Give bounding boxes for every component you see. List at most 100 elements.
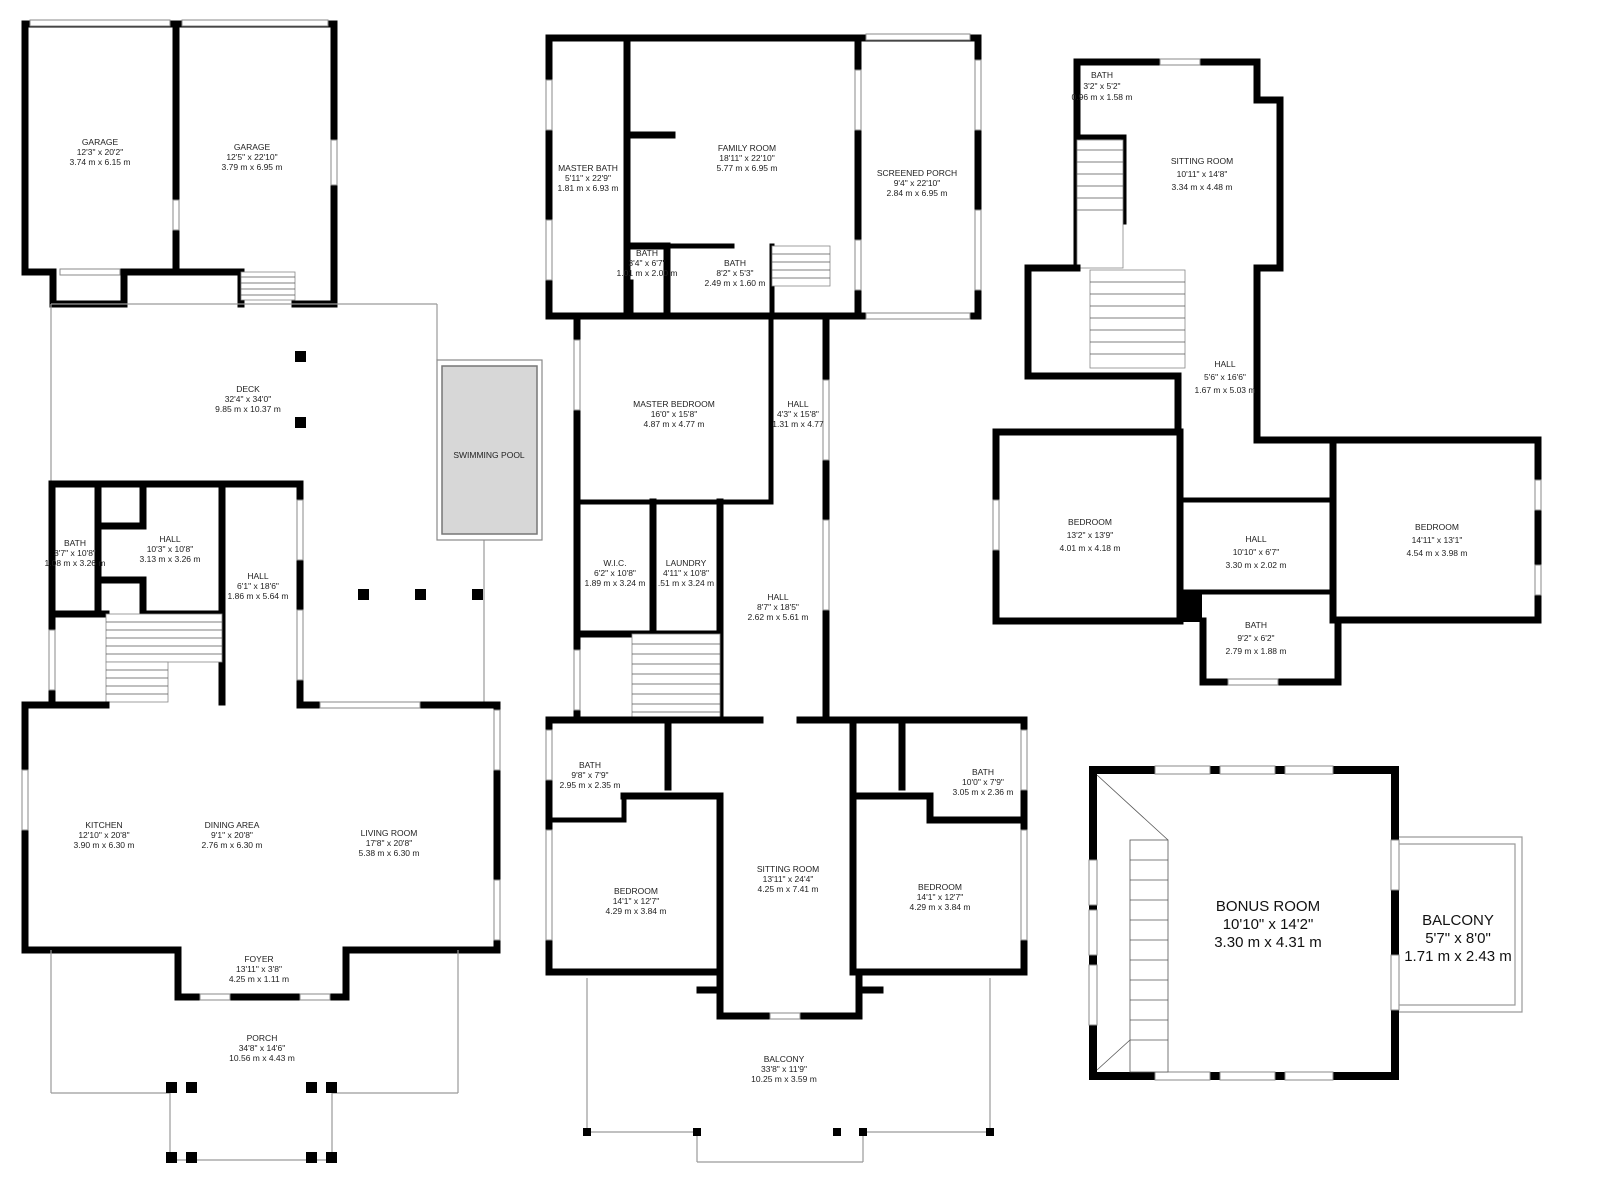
svg-text:3'7" x 10'8": 3'7" x 10'8" [54, 548, 96, 558]
second-floor [545, 33, 1028, 1163]
label-deck: DECK 32'4" x 34'0" 9.85 m x 10.37 m [215, 384, 281, 414]
svg-text:9'2" x 6'2": 9'2" x 6'2" [1237, 633, 1274, 643]
svg-text:1.81 m x 6.93 m: 1.81 m x 6.93 m [558, 183, 619, 193]
svg-text:LAUNDRY: LAUNDRY [666, 558, 707, 568]
svg-text:18'11" x 22'10": 18'11" x 22'10" [719, 153, 774, 163]
swimming-pool [436, 359, 543, 541]
svg-text:GARAGE: GARAGE [234, 142, 271, 152]
svg-text:BEDROOM: BEDROOM [918, 882, 962, 892]
label-garage-left: GARAGE 12'3" x 20'2" 3.74 m x 6.15 m [70, 137, 131, 167]
svg-text:2.95 m x 2.35 m: 2.95 m x 2.35 m [560, 780, 621, 790]
svg-text:14'1" x 12'7": 14'1" x 12'7" [917, 892, 964, 902]
label-laundry: LAUNDRY 4'11" x 10'8" .51 m x 3.24 m [658, 558, 714, 588]
label-foyer: FOYER 13'11" x 3'8" 4.25 m x 1.11 m [229, 954, 289, 984]
svg-text:BATH: BATH [579, 760, 601, 770]
svg-text:10'11" x 14'8": 10'11" x 14'8" [1177, 169, 1228, 179]
svg-text:5'11" x 22'9": 5'11" x 22'9" [565, 173, 611, 183]
label-porch: PORCH 34'8" x 14'6" 10.56 m x 4.43 m [229, 1033, 295, 1063]
svg-text:4.01 m x 4.18 m: 4.01 m x 4.18 m [1060, 543, 1121, 553]
deck-outline [50, 303, 485, 702]
svg-text:10.56 m x 4.43 m: 10.56 m x 4.43 m [229, 1053, 295, 1063]
label-bath-family: BATH 8'2" x 5'3" 2.49 m x 1.60 m [705, 258, 766, 288]
bonus-stairs [1096, 774, 1169, 1073]
svg-text:4'11" x 10'8": 4'11" x 10'8" [663, 568, 709, 578]
svg-text:MASTER BEDROOM: MASTER BEDROOM [633, 399, 715, 409]
label-ground-hall-2: HALL 6'1" x 18'6" 1.86 m x 5.64 m [228, 571, 289, 601]
svg-text:PORCH: PORCH [247, 1033, 278, 1043]
label-ground-hall-1: HALL 10'3" x 10'8" 3.13 m x 3.26 m [140, 534, 201, 564]
svg-text:BATH: BATH [64, 538, 86, 548]
main-living-block [21, 701, 501, 1001]
svg-text:5.38 m x 6.30 m: 5.38 m x 6.30 m [359, 848, 420, 858]
svg-text:4.29 m x 3.84 m: 4.29 m x 3.84 m [606, 906, 667, 916]
svg-text:10.25 m x 3.59 m: 10.25 m x 3.59 m [751, 1074, 817, 1084]
svg-text:12'10" x 20'8": 12'10" x 20'8" [78, 830, 129, 840]
ground-stairs [105, 613, 223, 703]
svg-text:HALL: HALL [1214, 359, 1236, 369]
svg-text:BATH: BATH [724, 258, 746, 268]
label-balcony-middle: BALCONY 33'8" x 11'9" 10.25 m x 3.59 m [751, 1054, 817, 1084]
label-master-bath: MASTER BATH 5'11" x 22'9" 1.81 m x 6.93 … [558, 163, 619, 193]
label-screened-porch: SCREENED PORCH 9'4" x 22'10" 2.84 m x 6.… [877, 168, 957, 198]
label-middle-hall: HALL 8'7" x 18'5" 2.62 m x 5.61 m [748, 592, 809, 622]
label-garage-right: GARAGE 12'5" x 22'10" 3.79 m x 6.95 m [222, 142, 283, 172]
svg-text:LIVING ROOM: LIVING ROOM [361, 828, 418, 838]
upper-stairs [1076, 139, 1186, 369]
svg-text:1.89 m x 3.24 m: 1.89 m x 3.24 m [585, 578, 646, 588]
svg-text:BEDROOM: BEDROOM [1068, 517, 1112, 527]
svg-text:5.77 m x 6.95 m: 5.77 m x 6.95 m [717, 163, 778, 173]
svg-text:BATH: BATH [972, 767, 994, 777]
svg-text:HALL: HALL [247, 571, 269, 581]
svg-text:17'8" x 20'8": 17'8" x 20'8" [366, 838, 413, 848]
middle-balcony [583, 978, 994, 1163]
svg-text:6'1" x 18'6": 6'1" x 18'6" [237, 581, 279, 591]
svg-text:4.25 m x 7.41 m: 4.25 m x 7.41 m [758, 884, 819, 894]
svg-text:16'0" x 15'8": 16'0" x 15'8" [651, 409, 698, 419]
svg-text:3.30 m x 2.02 m: 3.30 m x 2.02 m [1226, 560, 1287, 570]
label-sitting-room: SITTING ROOM 13'11" x 24'4" 4.25 m x 7.4… [757, 864, 819, 894]
svg-text:W.I.C.: W.I.C. [603, 558, 626, 568]
svg-text:BONUS ROOM: BONUS ROOM [1216, 898, 1320, 915]
svg-text:1.01 m x 2.00 m: 1.01 m x 2.00 m [617, 268, 678, 278]
svg-text:2.76 m x 6.30 m: 2.76 m x 6.30 m [202, 840, 263, 850]
bonus-floor [1088, 765, 1523, 1081]
svg-text:10'0" x 7'9": 10'0" x 7'9" [962, 777, 1004, 787]
svg-text:4.87 m x 4.77 m: 4.87 m x 4.77 m [644, 419, 705, 429]
label-master-bedroom: MASTER BEDROOM 16'0" x 15'8" 4.87 m x 4.… [633, 399, 715, 429]
svg-text:FOYER: FOYER [244, 954, 273, 964]
svg-text:BALCONY: BALCONY [764, 1054, 805, 1064]
label-wic: W.I.C. 6'2" x 10'8" 1.89 m x 3.24 m [585, 558, 646, 588]
svg-text:3.74 m x 6.15 m: 3.74 m x 6.15 m [70, 157, 131, 167]
svg-text:3.30 m x 4.31 m: 3.30 m x 4.31 m [1214, 934, 1322, 951]
svg-text:2.79 m x 1.88 m: 2.79 m x 1.88 m [1226, 646, 1287, 656]
svg-text:32'4" x 34'0": 32'4" x 34'0" [225, 394, 272, 404]
svg-text:2.62 m x 5.61 m: 2.62 m x 5.61 m [748, 612, 809, 622]
label-balcony-bonus: BALCONY 5'7" x 8'0" 1.71 m x 2.43 m [1404, 912, 1512, 965]
garage-block [21, 19, 338, 308]
svg-text:13'2" x 13'9": 13'2" x 13'9" [1067, 530, 1114, 540]
svg-text:.51 m x 3.24 m: .51 m x 3.24 m [658, 578, 714, 588]
svg-text:DECK: DECK [236, 384, 260, 394]
label-bonus-room: BONUS ROOM 10'10" x 14'2" 3.30 m x 4.31 … [1214, 898, 1322, 951]
svg-text:BALCONY: BALCONY [1422, 912, 1494, 929]
svg-text:1.08 m x 3.26 m: 1.08 m x 3.26 m [45, 558, 106, 568]
label-upper-hall-1: HALL 5'6" x 16'6" 1.67 m x 5.03 m [1195, 359, 1256, 395]
svg-text:DINING AREA: DINING AREA [205, 820, 260, 830]
label-kitchen: KITCHEN 12'10" x 20'8" 3.90 m x 6.30 m [74, 820, 135, 850]
svg-text:3.34 m x 4.48 m: 3.34 m x 4.48 m [1172, 182, 1233, 192]
svg-text:3.05 m x 2.36 m: 3.05 m x 2.36 m [953, 787, 1014, 797]
porch-outline [50, 950, 459, 1163]
svg-text:33'8" x 11'9": 33'8" x 11'9" [761, 1064, 807, 1074]
svg-text:8'7" x 18'5": 8'7" x 18'5" [757, 602, 799, 612]
svg-text:0.96 m x 1.58 m: 0.96 m x 1.58 m [1072, 92, 1133, 102]
label-upper-hall-2: HALL 10'10" x 6'7" 3.30 m x 2.02 m [1226, 534, 1287, 570]
bonus-balcony [1399, 836, 1523, 1013]
svg-text:6'2" x 10'8": 6'2" x 10'8" [594, 568, 636, 578]
label-upper-bedroom-right: BEDROOM 14'11" x 13'1" 4.54 m x 3.98 m [1407, 522, 1468, 558]
svg-text:BATH: BATH [1245, 620, 1267, 630]
svg-text:5'7" x 8'0": 5'7" x 8'0" [1425, 930, 1491, 947]
svg-text:2.49 m x 1.60 m: 2.49 m x 1.60 m [705, 278, 766, 288]
svg-text:BATH: BATH [1091, 70, 1113, 80]
svg-text:KITCHEN: KITCHEN [85, 820, 122, 830]
family-stairs [771, 245, 831, 287]
